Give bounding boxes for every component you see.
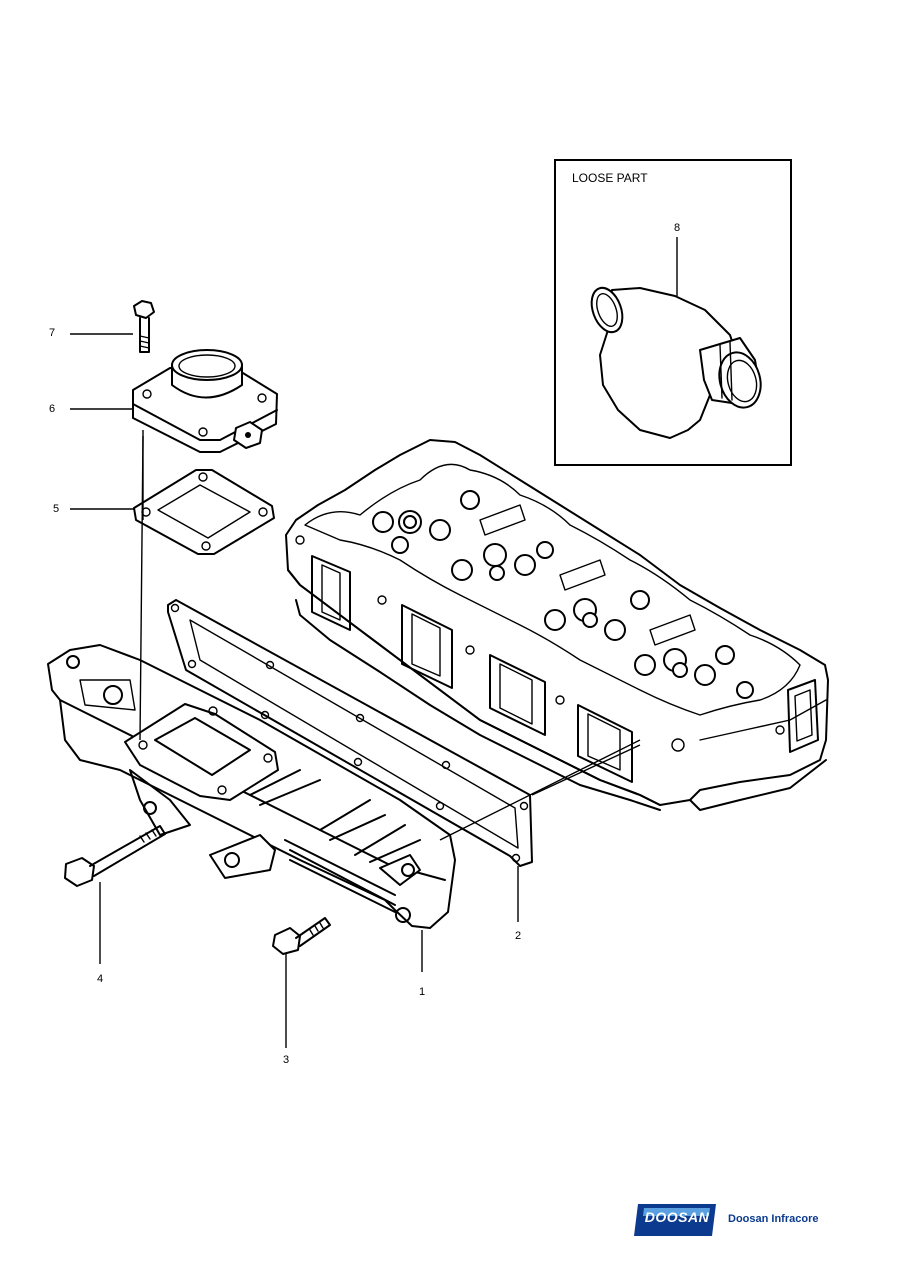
callout-2: 2 bbox=[514, 930, 522, 942]
thermostat-housing bbox=[132, 349, 278, 453]
callout-7: 7 bbox=[48, 327, 56, 339]
bolt-4 bbox=[64, 825, 166, 887]
callout-6: 6 bbox=[48, 403, 56, 415]
company-name: Doosan Infracore bbox=[728, 1213, 819, 1225]
doosan-logo: DOOSAN bbox=[634, 1202, 718, 1234]
intake-ports bbox=[311, 555, 633, 783]
callout-3: 3 bbox=[282, 1054, 290, 1066]
callout-8: 8 bbox=[673, 222, 681, 234]
loose-part-box: LOOSE PART bbox=[554, 159, 792, 466]
loose-part-title: LOOSE PART bbox=[572, 171, 648, 185]
cylinder-head bbox=[285, 439, 829, 811]
doosan-logo-mark bbox=[634, 1204, 716, 1236]
thermostat-gasket bbox=[133, 469, 275, 555]
bolt-3 bbox=[272, 917, 331, 955]
callout-1: 1 bbox=[418, 986, 426, 998]
valve-bores bbox=[372, 490, 754, 699]
intake-manifold bbox=[47, 644, 456, 929]
intake-manifold-gasket bbox=[167, 599, 533, 867]
loose-part-elbow bbox=[590, 286, 762, 439]
callout-5: 5 bbox=[52, 503, 60, 515]
leader-lines bbox=[70, 237, 678, 1048]
doosan-logo-text: DOOSAN bbox=[644, 1209, 710, 1225]
bolt-7 bbox=[133, 300, 155, 353]
callout-4: 4 bbox=[96, 973, 104, 985]
